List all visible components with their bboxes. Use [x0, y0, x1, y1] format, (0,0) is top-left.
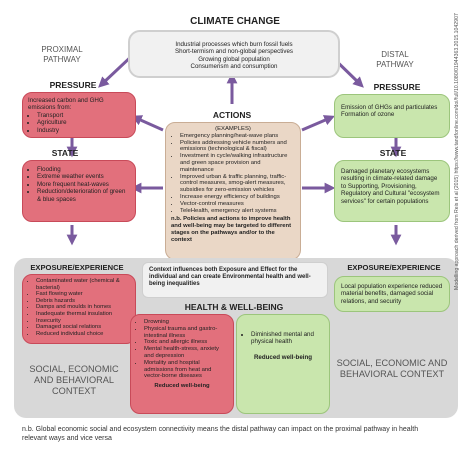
exposure-left-heading: EXPOSURE/EXPERIENCE [30, 263, 124, 272]
health-left-box: Drowning Physical trauma and gastro-inte… [130, 314, 234, 414]
pressure-left-intro: Increased carbon and GHG emissions from: [28, 97, 104, 112]
exposure-right-heading: EXPOSURE/EXPERIENCE [347, 263, 441, 272]
proximal-pathway-word: PATHWAY [43, 55, 81, 64]
state-right-box: Damaged planetary ecosystems resulting i… [334, 160, 450, 222]
exposure-left-item: Damaged social relations [36, 324, 131, 331]
action-item: Policies addressing vehicle numbers and … [180, 140, 295, 154]
proximal-pathway-label: PROXIMAL PATHWAY [30, 45, 94, 65]
pressure-right-text: Emission of GHGs and particulates Format… [341, 104, 438, 119]
health-heading: HEALTH & WELL-BEING [184, 302, 284, 312]
health-left-item: Mental health-stress, anxiety and depres… [144, 346, 229, 360]
exposure-left-item: Contaminated water (chemical & bacterial… [36, 278, 131, 291]
health-left-item: Toxic and allergic illness [144, 339, 229, 346]
health-right-item: Diminished mental and physical health [251, 331, 324, 346]
distal-word: DISTAL [381, 50, 409, 59]
context-label-right: SOCIAL, ECONOMIC AND BEHAVIORAL CONTEXT [336, 358, 448, 379]
climate-line-3: Growing global population [198, 55, 270, 63]
pressure-left-item: Agriculture [37, 119, 130, 126]
action-item: Improved urban & traffic planning, traff… [180, 174, 295, 194]
pressure-right-heading: PRESSURE [373, 82, 421, 92]
health-left-item: Mortality and hospital admissions from h… [144, 360, 229, 380]
actions-heading: ACTIONS [212, 110, 252, 120]
actions-examples-label: (EXAMPLES) [215, 126, 251, 132]
state-left-item: Flooding [37, 166, 130, 173]
actions-note: n.b. Policies and actions to improve hea… [171, 216, 292, 243]
state-left-item: Reduction/deterioration of green & blue … [37, 188, 130, 203]
distal-pathway-label: DISTAL PATHWAY [368, 50, 422, 70]
state-right-heading: STATE [379, 148, 407, 158]
climate-line-2: Short-termism and non-global perspective… [175, 48, 293, 56]
action-item: Vector-control measures [180, 201, 295, 208]
exposure-right-box: Local population experience reduced mate… [334, 276, 450, 312]
climate-line-1: Industrial processes which burn fossil f… [175, 41, 293, 48]
exposure-left-item: Inadequate thermal insulation [36, 311, 131, 318]
health-left-footer: Reduced well-being [154, 383, 210, 390]
exposure-left-item: Fast flowing water [36, 291, 131, 298]
exposure-left-item: Debris hazards [36, 298, 131, 305]
arrow-actions-to-pressure-left [131, 115, 164, 132]
health-right-footer: Reduced well-being [253, 353, 313, 361]
action-item: TeleHealth, emergency alert systems [180, 208, 295, 215]
climate-change-heading: CLIMATE CHANGE [190, 16, 280, 27]
footnote: n.b. Global economic social and ecosyste… [22, 426, 419, 442]
proximal-word: PROXIMAL [41, 45, 83, 54]
state-left-heading: STATE [51, 148, 79, 158]
exposure-left-box: Contaminated water (chemical & bacterial… [22, 274, 136, 344]
health-left-item: Physical trauma and gastro-intestinal il… [144, 326, 229, 340]
state-right-text: Damaged planetary ecosystems resulting i… [341, 168, 440, 205]
pressure-left-heading: PRESSURE [49, 80, 97, 90]
action-item: Emergency planning/heat-wave plans [180, 133, 295, 140]
pressure-left-item: Transport [37, 112, 130, 119]
health-right-box: Diminished mental and physical health Re… [236, 314, 330, 414]
state-left-item: More frequent heat-waves [37, 181, 130, 188]
context-label-left: SOCIAL, ECONOMIC AND BEHAVIORAL CONTEXT [29, 364, 119, 396]
distal-pathway-word: PATHWAY [376, 60, 414, 69]
actions-box: (EXAMPLES) Emergency planning/heat-wave … [165, 122, 301, 260]
arrow-actions-to-pressure-right [301, 115, 335, 132]
action-item: Investment in cycle/walking infrastructu… [180, 153, 295, 173]
exposure-left-item: Insecurity [36, 318, 131, 325]
pressure-right-box: Emission of GHGs and particulates Format… [334, 94, 450, 138]
state-left-box: Flooding Extreme weather events More fre… [22, 160, 136, 222]
climate-change-box: Industrial processes which burn fossil f… [128, 30, 340, 78]
context-note-box: Context influences both Exposure and Eff… [142, 262, 328, 298]
context-note-text: Context influences both Exposure and Eff… [149, 267, 311, 288]
health-left-item: Drowning [144, 319, 229, 326]
pressure-left-box: Increased carbon and GHG emissions from:… [22, 92, 136, 138]
exposure-left-item: Damps and moulds in homes [36, 304, 131, 311]
side-credit: Modelling approach derived from Reis et … [454, 13, 460, 290]
pressure-left-item: Industry [37, 127, 130, 134]
state-left-item: Extreme weather events [37, 173, 130, 180]
exposure-right-text: Local population experience reduced mate… [341, 283, 443, 305]
climate-line-4: Consumerism and consumption [190, 63, 278, 71]
action-item: Increase energy efficiency of buildings [180, 194, 295, 201]
exposure-left-item: Reduced individual choice [36, 331, 131, 338]
